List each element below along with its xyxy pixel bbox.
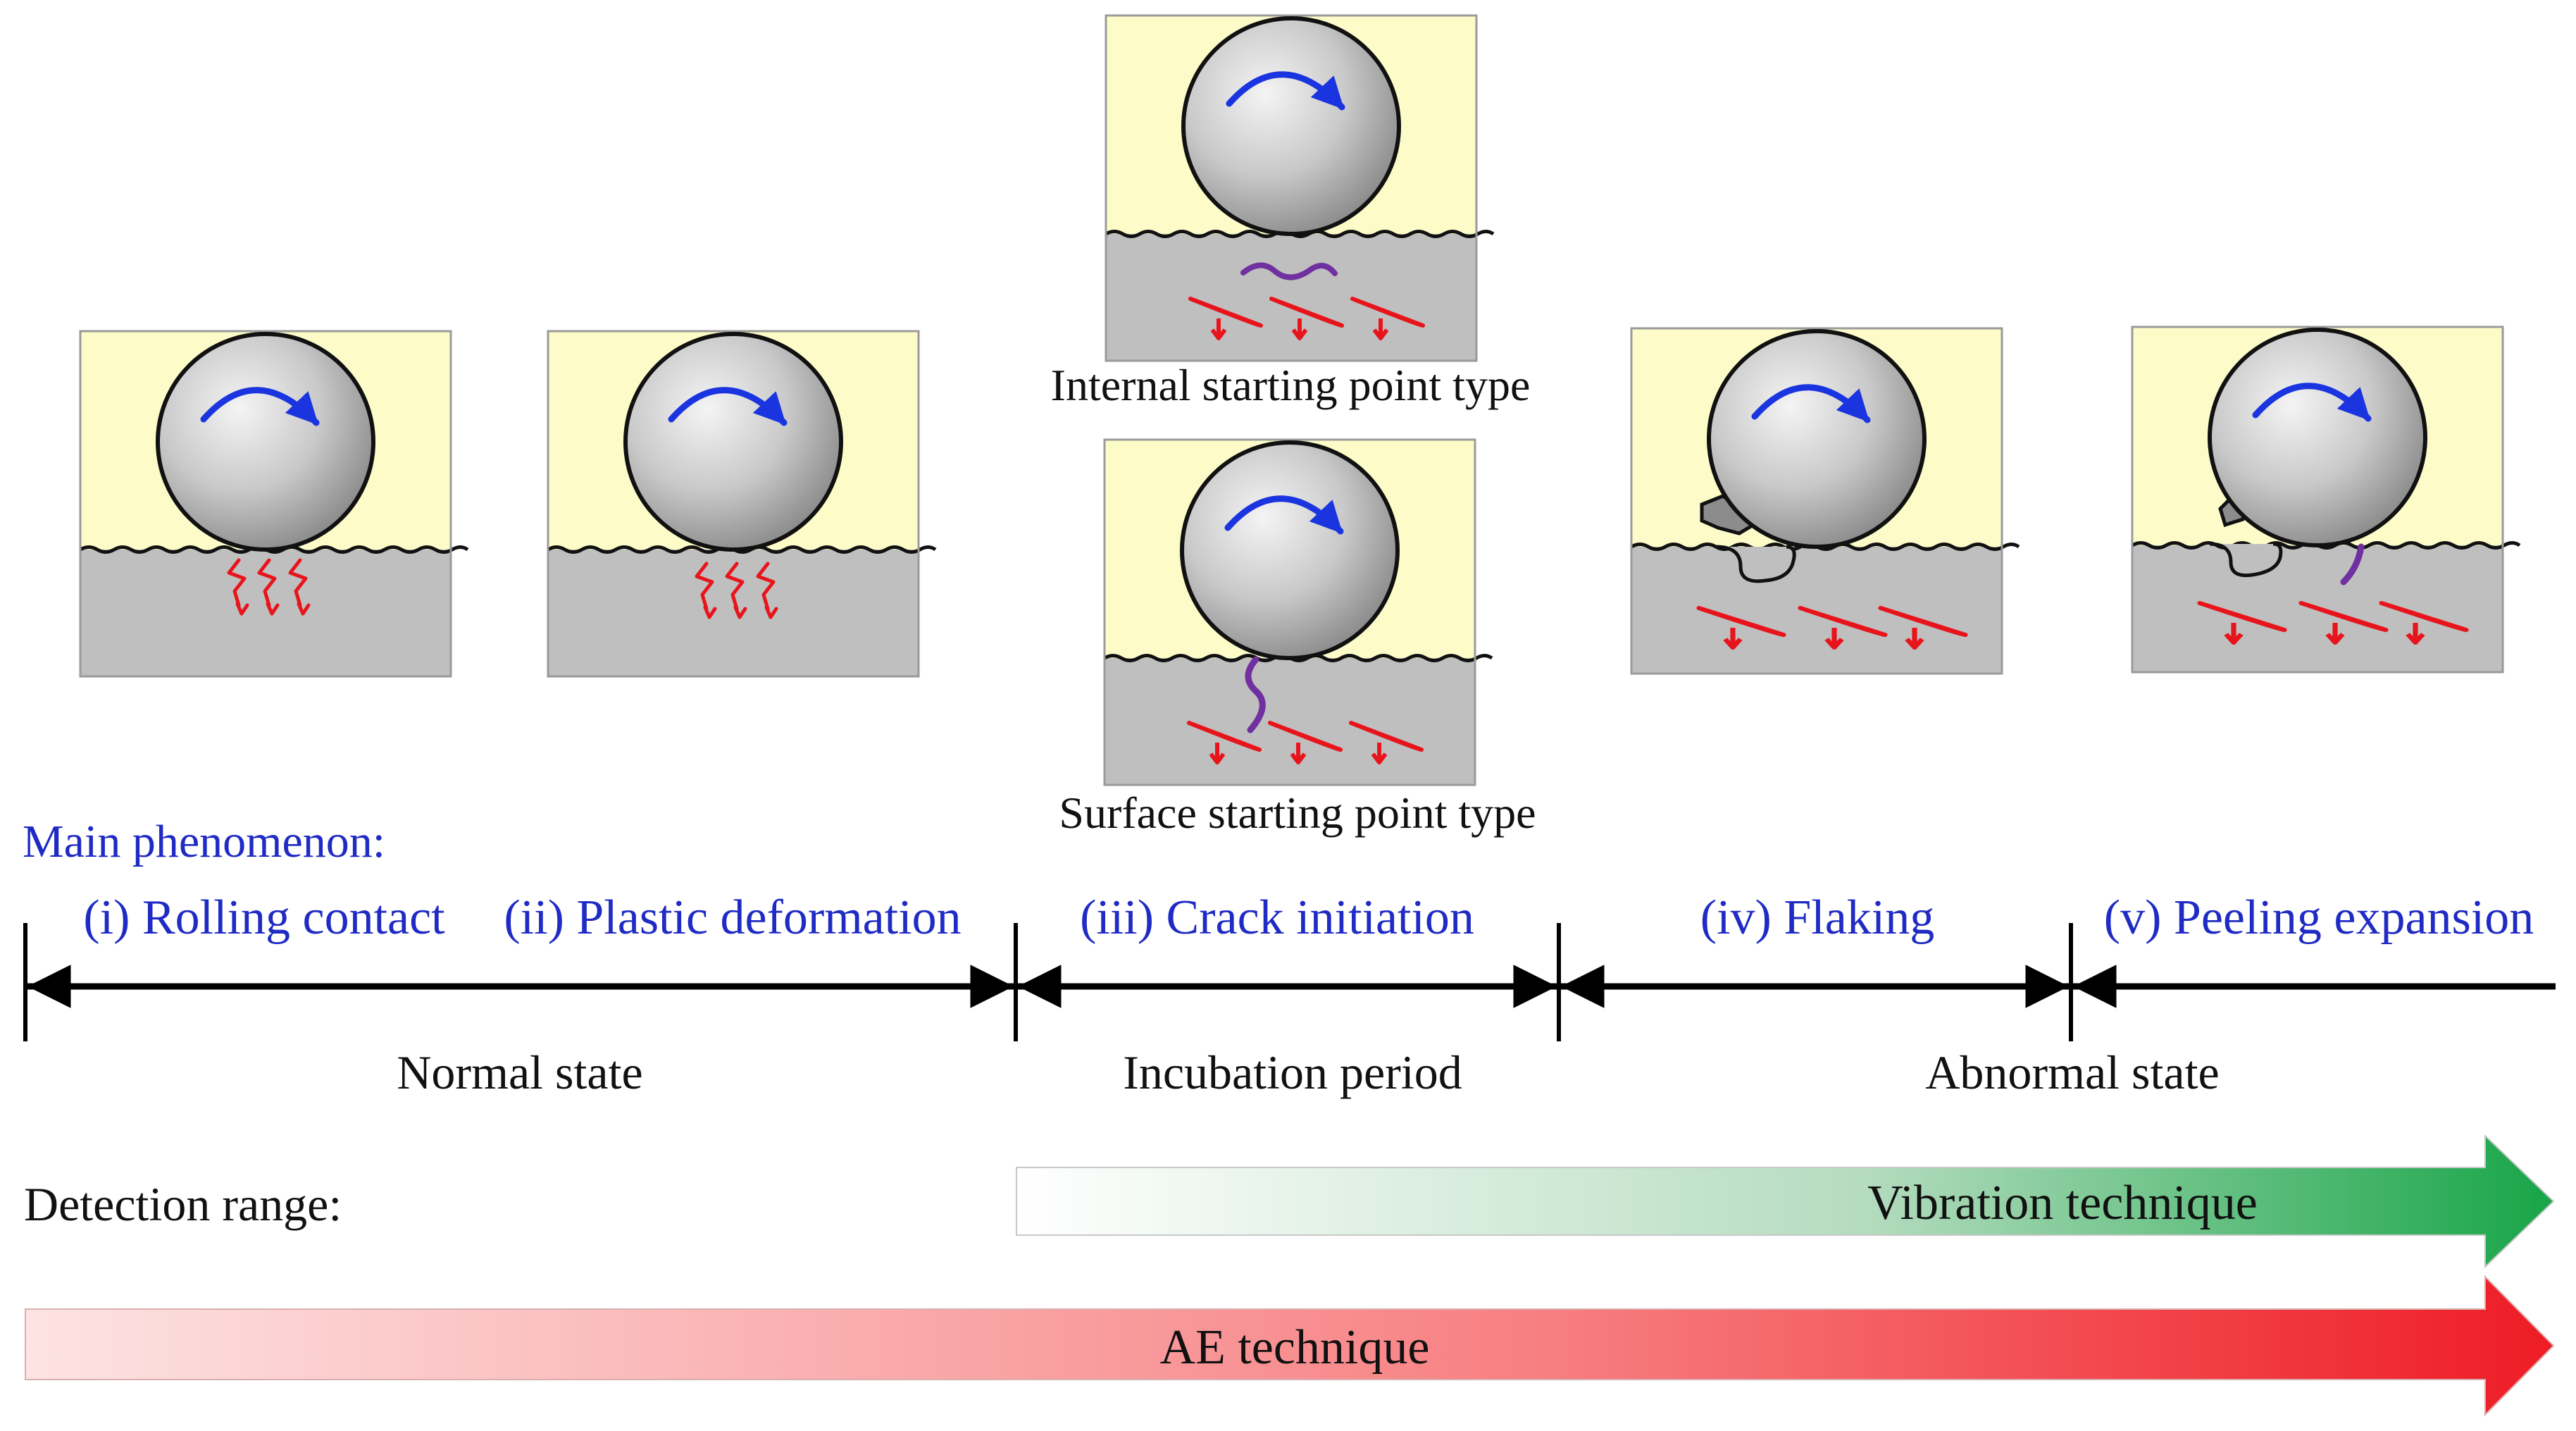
rolling-ball-icon [158, 334, 373, 550]
timeline-arrowhead [1513, 965, 1557, 1008]
surface-caption: Surface starting point type [1059, 788, 1536, 838]
timeline-arrowhead [2025, 965, 2070, 1008]
rolling-ball-icon [1709, 331, 1924, 547]
surface-crack [2340, 543, 2365, 586]
panel-surface-start [1105, 440, 1492, 785]
timeline-arrowhead [1560, 965, 1605, 1008]
rolling-ball-icon [1183, 18, 1399, 234]
stage-label-flaking: (iv) Flaking [1700, 891, 1934, 945]
flaking-pit [1715, 545, 1796, 583]
panel-internal-start [1106, 16, 1493, 361]
detection-heading: Detection range: [24, 1177, 342, 1231]
vibration-range-arrow [1016, 1134, 2555, 1269]
state-incubation: Incubation period [1123, 1046, 1462, 1099]
rolling-ball-icon [626, 334, 841, 550]
rolling-ball-icon [1182, 442, 1398, 658]
internal-crack [1240, 262, 1338, 280]
state-abnormal: Abnormal state [1925, 1046, 2219, 1099]
rolling-ball-icon [2210, 330, 2425, 545]
internal-caption: Internal starting point type [1051, 360, 1531, 410]
surface-crack [1245, 656, 1266, 733]
stage-label-plastic-deformation: (ii) Plastic deformation [504, 891, 961, 945]
flaking-pit [2209, 542, 2283, 578]
phenomenon-heading: Main phenomenon: [23, 816, 385, 867]
timeline-arrowhead [1017, 965, 1062, 1008]
panel-rolling-contact [80, 331, 468, 676]
timeline-arrowhead [970, 965, 1014, 1008]
stage-label-rolling-contact: (i) Rolling contact [83, 891, 445, 945]
timeline-arrowhead [2072, 965, 2117, 1008]
timeline-arrowhead [27, 965, 71, 1008]
state-normal: Normal state [397, 1046, 642, 1099]
stage-label-crack-initiation: (iii) Crack initiation [1080, 891, 1474, 945]
panel-peeling-expansion [2132, 327, 2520, 672]
panel-plastic-deformation [548, 331, 935, 676]
vibration-label: Vibration technique [1867, 1176, 2258, 1230]
timeline [23, 923, 2556, 1041]
panel-flaking [1631, 328, 2019, 674]
ae-label: AE technique [1160, 1320, 1430, 1375]
stage-label-peeling-expansion: (v) Peeling expansion [2104, 891, 2534, 945]
ae-range-arrow [25, 1275, 2555, 1417]
